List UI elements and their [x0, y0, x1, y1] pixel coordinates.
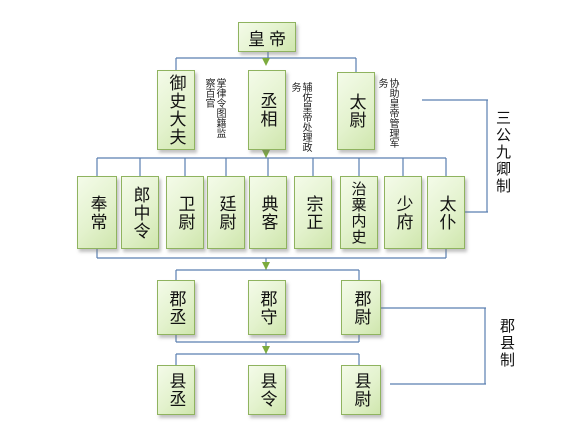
label-commandery-county-system: 郡县制: [498, 318, 516, 369]
label-three-lords-nine-ministers: 三公九卿制: [494, 110, 512, 195]
node-minister-dianke: 典客: [249, 176, 287, 249]
arrow-icon: [262, 150, 270, 158]
node-minister-langzhongling: 郎中令: [121, 176, 159, 249]
node-minister-tingwei: 廷尉: [207, 176, 245, 249]
node-minister-zhisuneishi: 治粟内史: [340, 176, 378, 249]
node-chancellor: 丞相: [248, 70, 286, 150]
node-minister-fengchang: 奉常: [77, 176, 117, 249]
note-grand-commandant: 协助皇帝管理军务: [376, 78, 398, 148]
arrow-icon: [262, 262, 270, 270]
note-imperial-censor: 掌律令图籍监察百官: [203, 78, 225, 138]
arrow-icon: [262, 58, 270, 66]
node-minister-taipu: 太仆: [427, 176, 465, 249]
node-commandery-assistant: 郡丞: [157, 280, 195, 335]
node-minister-weiwei: 卫尉: [166, 176, 204, 249]
arrow-icon: [262, 346, 270, 354]
node-county-assistant: 县丞: [157, 365, 195, 415]
node-grand-commandant: 太尉: [337, 72, 375, 150]
node-emperor: 皇帝: [238, 22, 296, 52]
note-chancellor: 辅佐皇帝处理政务: [289, 82, 311, 152]
node-minister-shaofu: 少府: [384, 176, 422, 249]
node-county-magistrate: 县令: [248, 365, 286, 415]
node-minister-zongzheng: 宗正: [294, 176, 332, 249]
node-commandery-governor: 郡守: [248, 280, 286, 335]
node-commandery-commandant: 郡尉: [341, 280, 381, 335]
node-county-commandant: 县尉: [341, 365, 381, 415]
node-imperial-censor: 御史大夫: [157, 70, 195, 150]
